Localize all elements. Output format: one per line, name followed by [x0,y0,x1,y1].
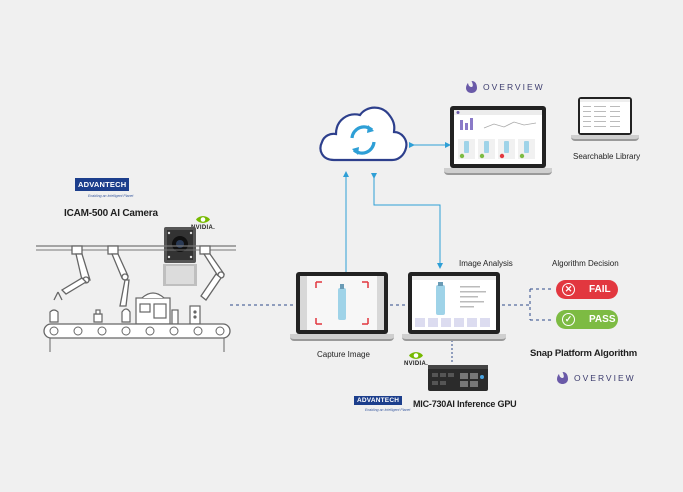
platform-title: Snap Platform Algorithm [530,348,637,359]
gpu-device-icon [428,365,488,391]
overview-logo-icon [466,81,477,93]
gpu-advantech-tagline: Enabling an Intelligent Planet [365,408,411,412]
top-overview-logo: OVERVIEW [465,80,545,94]
gpu-advantech-logo: ADVANTECH [354,396,403,405]
overview-dashboard-laptop [444,106,552,175]
gpu-nvidia-logo: NVIDIA. [404,350,428,367]
close-icon: ✕ [562,283,575,296]
decision-label: Algorithm Decision [552,259,619,268]
advantech-logo: ADVANTECH [75,178,130,191]
gpu-title: MIC-730AI Inference GPU [413,399,517,409]
bottom-overview-logo: OVERVIEW [556,371,636,385]
camera-title: ICAM-500 AI Camera [64,208,158,219]
overview-text: OVERVIEW [574,373,636,383]
library-label: Searchable Library [573,152,641,161]
nvidia-text: NVIDIA. [404,361,429,367]
fail-pill: ✕ FAIL [556,280,618,299]
library-laptop [571,97,639,141]
nvidia-eye-icon [196,216,211,223]
library-screen [580,99,630,127]
capture-label: Capture Image [317,350,370,359]
nvidia-eye-icon [409,352,424,359]
overview-logo-icon [557,372,568,384]
analysis-screen [412,276,496,327]
analysis-laptop [402,272,506,341]
advantech-tagline: Enabling an Intelligent Planet [88,194,134,198]
overview-text: OVERVIEW [483,82,545,92]
capture-laptop [290,272,394,341]
capture-screen [300,276,384,330]
cloud-icon [319,106,408,162]
nvidia-logo: NVIDIA. [191,214,215,231]
pass-pill: ✓ PASS [556,310,618,329]
nvidia-text: NVIDIA. [191,225,216,231]
camera-icon [163,227,197,286]
pass-text: PASS [589,314,616,325]
fail-text: FAIL [589,284,611,295]
cloud-to-analysis-arrow [371,173,443,269]
dashboard-screen [454,110,542,159]
factory-illustration [36,227,236,352]
analysis-label: Image Analysis [459,259,513,268]
check-icon: ✓ [562,313,575,326]
